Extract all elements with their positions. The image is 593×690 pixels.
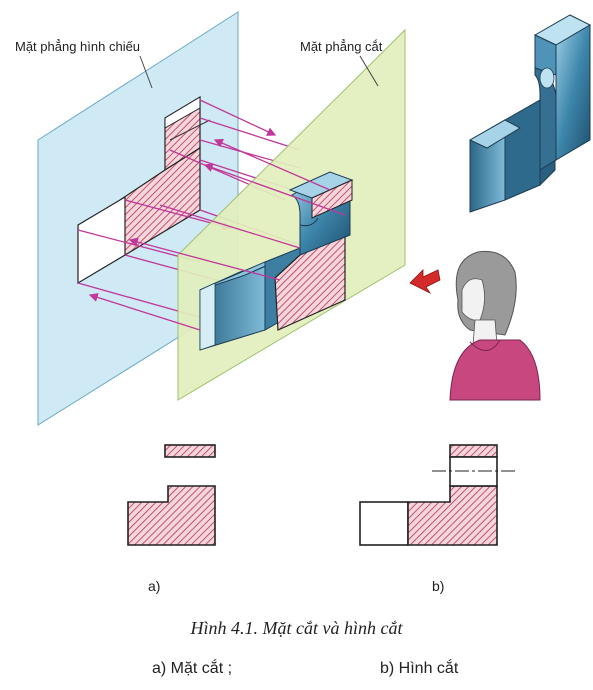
legend-a: a) Mặt cắt ; <box>152 660 233 677</box>
view-b-marker: b) <box>432 578 445 594</box>
view-a-marker: a) <box>148 578 161 594</box>
projected-section <box>77 95 211 285</box>
projection-lines-front <box>88 138 346 331</box>
viewing-direction-arrow <box>409 269 441 295</box>
cut-part <box>199 171 354 351</box>
view-b-section-view <box>359 444 515 546</box>
projection-plane-label: Mặt phẳng hình chiếu <box>15 39 141 54</box>
legend-b: b) Hình cắt <box>380 660 459 677</box>
viewer-figure <box>449 250 541 401</box>
view-a-section <box>127 444 216 546</box>
figure-caption: Hình 4.1. Mặt cắt và hình cắt <box>190 618 403 638</box>
cutting-plane-label: Mặt phẳng cắt <box>300 39 383 54</box>
reference-part <box>468 14 592 213</box>
